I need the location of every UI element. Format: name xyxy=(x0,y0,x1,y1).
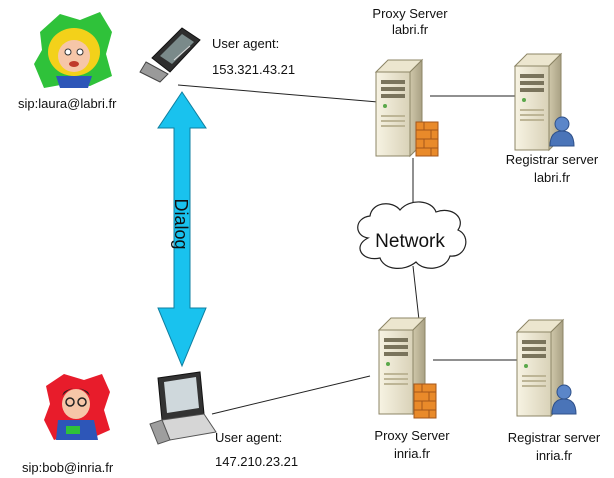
registrar-top-label: Registrar server xyxy=(505,152,599,167)
ua-bottom-ip: 147.210.23.21 xyxy=(215,454,299,469)
registrar-top-domain: labri.fr xyxy=(533,170,571,185)
registrar-server-bottom-icon xyxy=(516,319,577,417)
laura-avatar-icon xyxy=(34,12,112,88)
phone-icon xyxy=(139,27,201,83)
registrar-bottom-domain: inria.fr xyxy=(535,448,573,463)
proxy-server-bottom-icon xyxy=(378,317,437,419)
ua-bottom-label: User agent: xyxy=(215,430,283,445)
proxy-bottom-label: Proxy Server xyxy=(374,428,450,443)
bob-avatar-icon xyxy=(44,374,110,440)
link-laptop-proxy-bottom xyxy=(211,375,371,415)
laura-sip-uri: sip:laura@labri.fr xyxy=(18,96,117,111)
registrar-bottom-label: Registrar server xyxy=(507,430,601,445)
ua-top-ip: 153.321.43.21 xyxy=(212,62,296,77)
network-cloud-icon xyxy=(357,201,467,269)
proxy-top-label: Proxy Server xyxy=(372,6,448,21)
link-network-proxy-bottom xyxy=(412,265,420,321)
dialog-arrow xyxy=(157,91,207,368)
proxy-server-top-icon xyxy=(375,59,439,157)
laptop-icon xyxy=(149,371,217,445)
ua-top-label: User agent: xyxy=(212,36,280,51)
network-label: Network xyxy=(375,231,445,252)
bob-sip-uri: sip:bob@inria.fr xyxy=(22,460,114,475)
proxy-bottom-domain: inria.fr xyxy=(393,446,431,461)
proxy-top-domain: labri.fr xyxy=(391,22,429,37)
dialog-label: Dialog xyxy=(171,198,191,249)
link-phone-proxy-top xyxy=(177,84,379,103)
registrar-server-top-icon xyxy=(514,53,575,151)
